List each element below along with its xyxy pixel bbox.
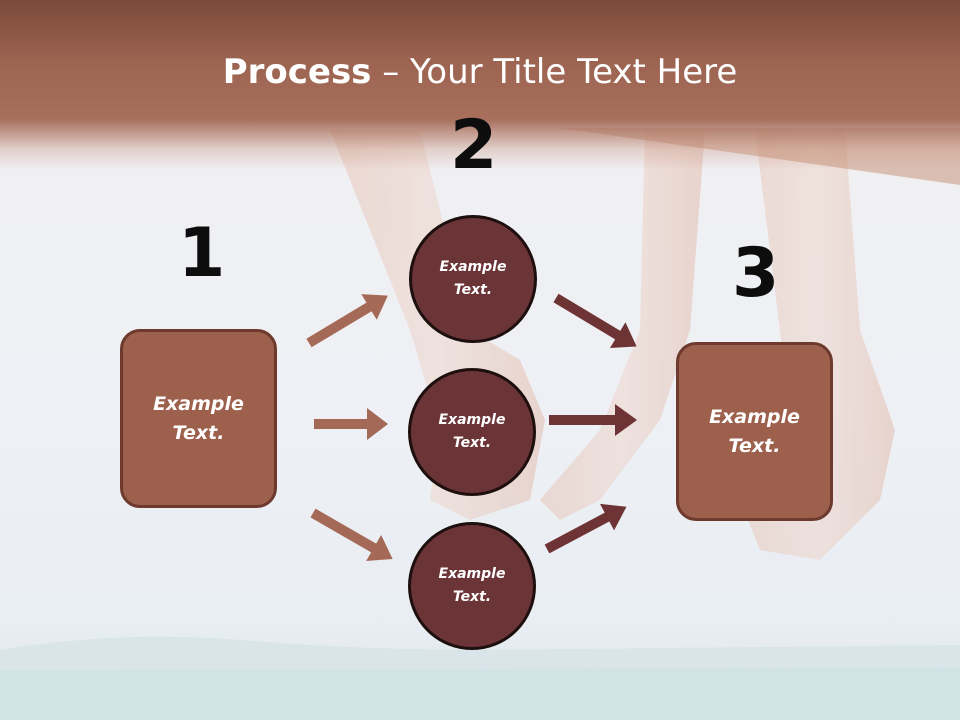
arrow-from-circle-2 <box>549 404 637 436</box>
arrow-from-circle-3 <box>544 503 627 554</box>
circle-c-line2: Text. <box>452 589 492 605</box>
end-box-line2: Text. <box>728 434 781 457</box>
circle-b-line1: Example <box>438 412 506 428</box>
start-box-line1: Example <box>153 392 244 415</box>
title-bar <box>0 0 960 170</box>
circle-a-line2: Text. <box>453 282 493 298</box>
step-number-2: 2 <box>450 106 498 185</box>
end-box-line1: Example <box>709 405 800 428</box>
start-box-line2: Text. <box>172 421 225 444</box>
circle-a-line1: Example <box>439 259 507 275</box>
circle-b-line2: Text. <box>452 435 492 451</box>
title-rest: – Your Title Text Here <box>371 52 738 92</box>
circle-c-line1: Example <box>438 566 506 582</box>
step-number-3: 3 <box>732 234 780 313</box>
arrow-to-circle-2 <box>314 408 388 440</box>
arrow-to-circle-3 <box>310 508 393 561</box>
arrow-to-circle-1 <box>306 294 388 348</box>
page-title: Process – Your Title Text Here <box>0 52 960 92</box>
arrow-from-circle-1 <box>553 293 637 348</box>
title-bold: Process <box>222 52 372 92</box>
step-number-1: 1 <box>178 214 226 293</box>
